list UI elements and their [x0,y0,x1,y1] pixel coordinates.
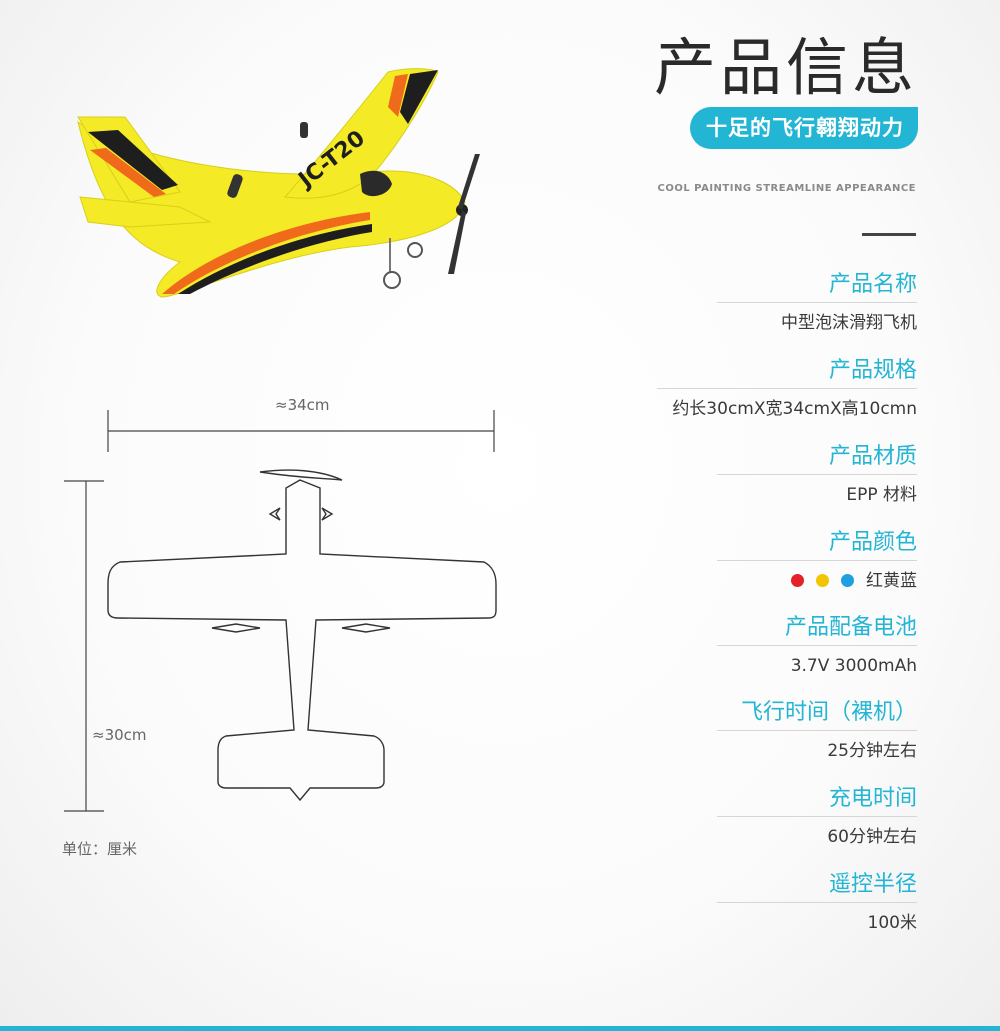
fuselage [77,120,466,298]
spec-label: 飞行时间（裸机） [717,696,917,731]
wing-stripe-black [400,70,438,124]
page-title: 产品信息 [653,31,918,104]
spec-value: 约长30cmX宽34cmX高10cmn [672,399,917,419]
tagline: COOL PAINTING STREAMLINE APPEARANCE [657,183,916,194]
wheel-front [383,271,401,289]
spec-label: 产品材质 [717,440,917,475]
spec-value: 红黄蓝 [866,571,917,591]
spec-value: 25分钟左右 [827,741,917,761]
wing-stripe-orange [388,74,408,117]
subtitle-badge: 十足的飞行翱翔动力 [690,107,918,149]
spec-flight-time: 飞行时间（裸机） 25分钟左右 [717,696,917,765]
spec-value: 100米 [867,913,917,933]
propeller [448,154,480,274]
spec-label: 产品配备电池 [717,611,917,646]
spec-material: 产品材质 EPP 材料 [717,440,917,509]
spec-name: 产品名称 中型泡沫滑翔飞机 [717,268,917,337]
spec-value: 60分钟左右 [827,827,917,847]
spec-value-colors: 红黄蓝 [717,567,917,595]
tail-stripe-black [88,130,178,190]
body-stripe-black [178,224,372,294]
spec-size: 产品规格 约长30cmX宽34cmX高10cmn [657,354,917,423]
width-label: ≈34cm [275,396,330,414]
tail-motor [227,174,243,198]
tailplane [79,196,212,228]
wheel-rear [407,242,423,258]
body-stripe-orange [162,212,370,294]
spec-color: 产品颜色 红黄蓝 [717,526,917,595]
red-dot-icon [791,574,804,587]
canopy [360,170,392,197]
dimension-drawing [64,410,497,812]
blue-dot-icon [841,574,854,587]
spec-value: 中型泡沫滑翔飞机 [781,313,917,333]
divider-dash [862,233,916,236]
spec-label: 产品名称 [717,268,917,303]
spec-label: 产品规格 [657,354,917,389]
product-photo: JC-T20 [77,68,480,298]
plane-outline [107,469,497,802]
unit-label: 单位：厘米 [62,840,138,858]
spec-label: 遥控半径 [717,868,917,903]
spec-value: EPP 材料 [846,485,917,505]
spec-remote-range: 遥控半径 100米 [717,868,917,937]
spec-battery: 产品配备电池 3.7V 3000mAh [717,611,917,680]
height-label: ≈30cm [92,726,147,744]
yellow-dot-icon [816,574,829,587]
wing-motor [300,122,308,138]
spec-label: 充电时间 [717,782,917,817]
spec-value: 3.7V 3000mAh [790,656,917,676]
spec-charge-time: 充电时间 60分钟左右 [717,782,917,851]
tail-stripe-orange [90,148,166,197]
spec-label: 产品颜色 [717,526,917,561]
bottom-accent-bar [0,1026,1000,1031]
